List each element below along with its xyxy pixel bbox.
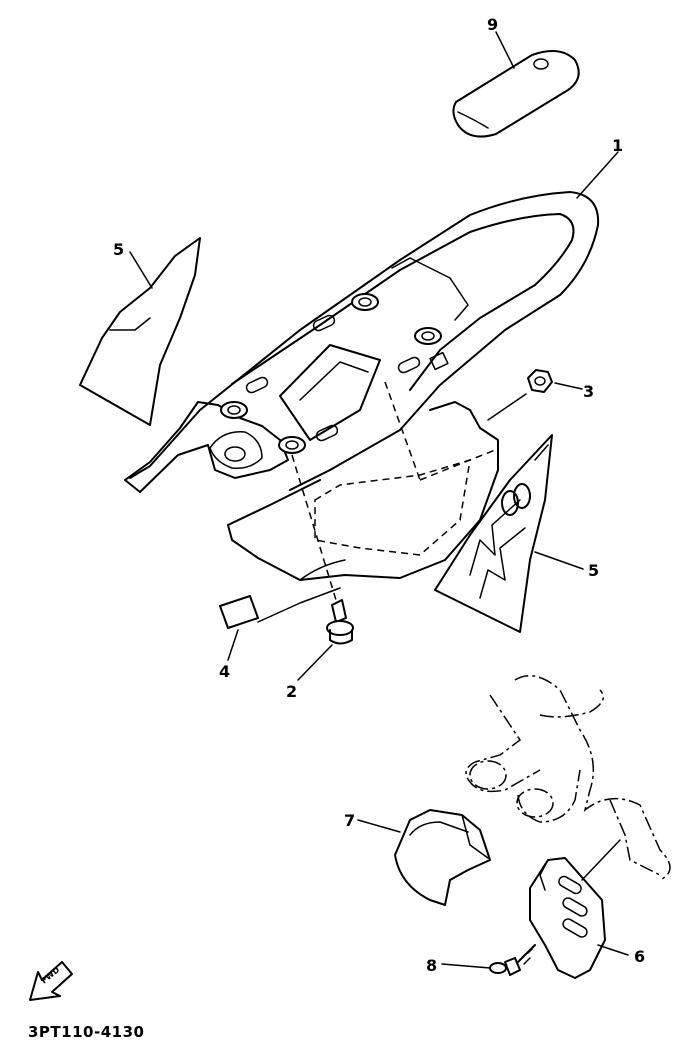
leader-2 xyxy=(297,644,333,681)
part-4-reflector xyxy=(219,595,259,629)
callout-8: 8 xyxy=(426,956,437,975)
leader-1 xyxy=(576,151,619,199)
part-7-guard xyxy=(394,809,491,906)
frame-reference xyxy=(465,675,671,881)
part-1-rear-fender xyxy=(124,191,600,581)
leader-4-to-fender xyxy=(257,587,341,623)
part-3-nut xyxy=(527,369,553,393)
fwd-label: FWD xyxy=(40,965,62,986)
callout-1: 1 xyxy=(612,136,623,155)
leader-3-to-fender xyxy=(487,393,527,421)
part-2-bolt xyxy=(326,599,354,645)
leader-8 xyxy=(441,963,491,969)
leader-9 xyxy=(495,31,515,69)
leader-5-left xyxy=(129,251,153,289)
part-6-heel-guard xyxy=(529,857,606,979)
part-9-tube xyxy=(452,50,580,138)
leader-6 xyxy=(597,944,629,956)
callout-7: 7 xyxy=(344,811,355,830)
part-5-right-cover xyxy=(434,434,553,633)
callout-9: 9 xyxy=(487,15,498,34)
part-5-left-cover xyxy=(79,237,201,426)
callout-6: 6 xyxy=(634,947,645,966)
callout-5-right: 5 xyxy=(588,561,599,580)
leader-6-to-frame xyxy=(581,839,621,881)
callout-5-left: 5 xyxy=(113,240,124,259)
leader-7 xyxy=(357,819,401,833)
leader-3 xyxy=(554,382,583,390)
leader-5-right xyxy=(534,551,584,570)
leader-4 xyxy=(227,629,239,661)
dash-line-2 xyxy=(291,454,337,601)
fwd-arrow-icon: FWD xyxy=(29,961,73,1001)
callout-4: 4 xyxy=(219,662,230,681)
part-code: 3PT110-4130 xyxy=(28,1023,144,1041)
callout-3: 3 xyxy=(583,382,594,401)
callout-2: 2 xyxy=(286,682,297,701)
part-8-bolt xyxy=(489,944,536,976)
